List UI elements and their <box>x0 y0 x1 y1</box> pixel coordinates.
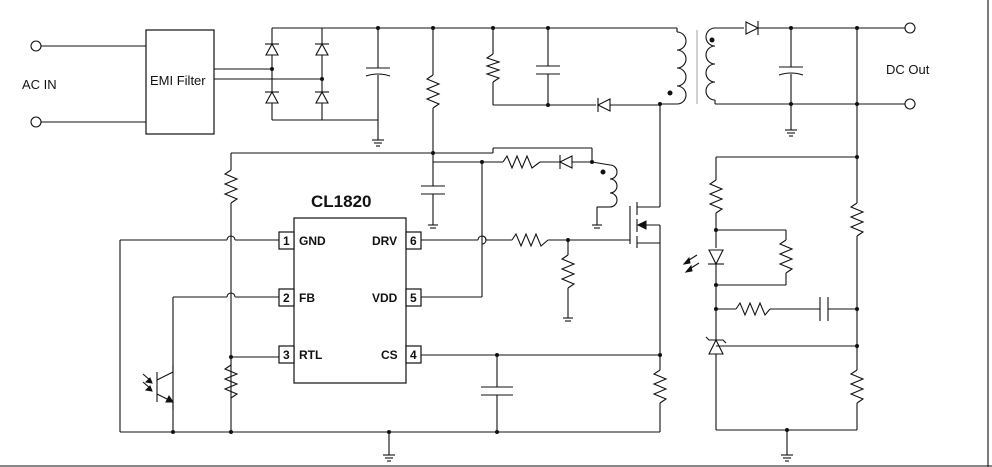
bridge-rectifier <box>265 27 329 121</box>
output-section: DC Out <box>682 21 930 462</box>
diode-bridge-1 <box>265 42 279 56</box>
pin-4-num: 4 <box>410 348 417 362</box>
dc-terminal-top <box>904 22 916 34</box>
primary-control: CL1820 1 GND 2 FB 3 RTL 6 DRV 5 VDD 4 CS <box>119 102 668 462</box>
pin-2-num: 2 <box>283 291 290 305</box>
pin-6-num: 6 <box>410 234 417 248</box>
bulk-capacitor <box>365 28 391 147</box>
ac-terminal-bottom <box>30 116 42 128</box>
diode-bridge-4 <box>315 90 329 104</box>
pin-rtl-label: RTL <box>299 348 322 362</box>
controller-chip <box>293 217 407 384</box>
shunt-regulator <box>705 309 859 430</box>
ac-input-section: AC IN EMI Filter <box>22 29 322 135</box>
pin-fb-label: FB <box>299 291 315 305</box>
pin-3-num: 3 <box>283 348 290 362</box>
emi-filter-label: EMI Filter <box>150 73 206 88</box>
hv-rail <box>322 26 677 153</box>
pin-1-num: 1 <box>283 234 290 248</box>
pin-5-num: 5 <box>410 291 417 305</box>
startup-resistor <box>425 28 441 153</box>
chip-label: CL1820 <box>311 192 371 211</box>
transformer <box>660 27 907 105</box>
emi-filter-box <box>145 29 215 135</box>
dc-out-label: DC Out <box>886 62 930 77</box>
pin-gnd-label: GND <box>299 234 326 248</box>
ac-terminal-top <box>30 40 42 52</box>
ac-in-label: AC IN <box>22 77 57 92</box>
dc-terminal-bottom <box>904 98 916 110</box>
pin-cs-label: CS <box>381 348 398 362</box>
snubber-network <box>485 28 660 112</box>
pin-drv-label: DRV <box>372 234 397 248</box>
opto-led <box>682 249 724 309</box>
diode-bridge-3 <box>265 90 279 104</box>
output-capacitor <box>778 28 804 137</box>
diode-bridge-2 <box>315 42 329 56</box>
opto-transistor <box>142 365 174 410</box>
pin-vdd-label: VDD <box>372 291 398 305</box>
pin-3-box <box>278 345 295 364</box>
power-mosfet <box>629 102 662 270</box>
